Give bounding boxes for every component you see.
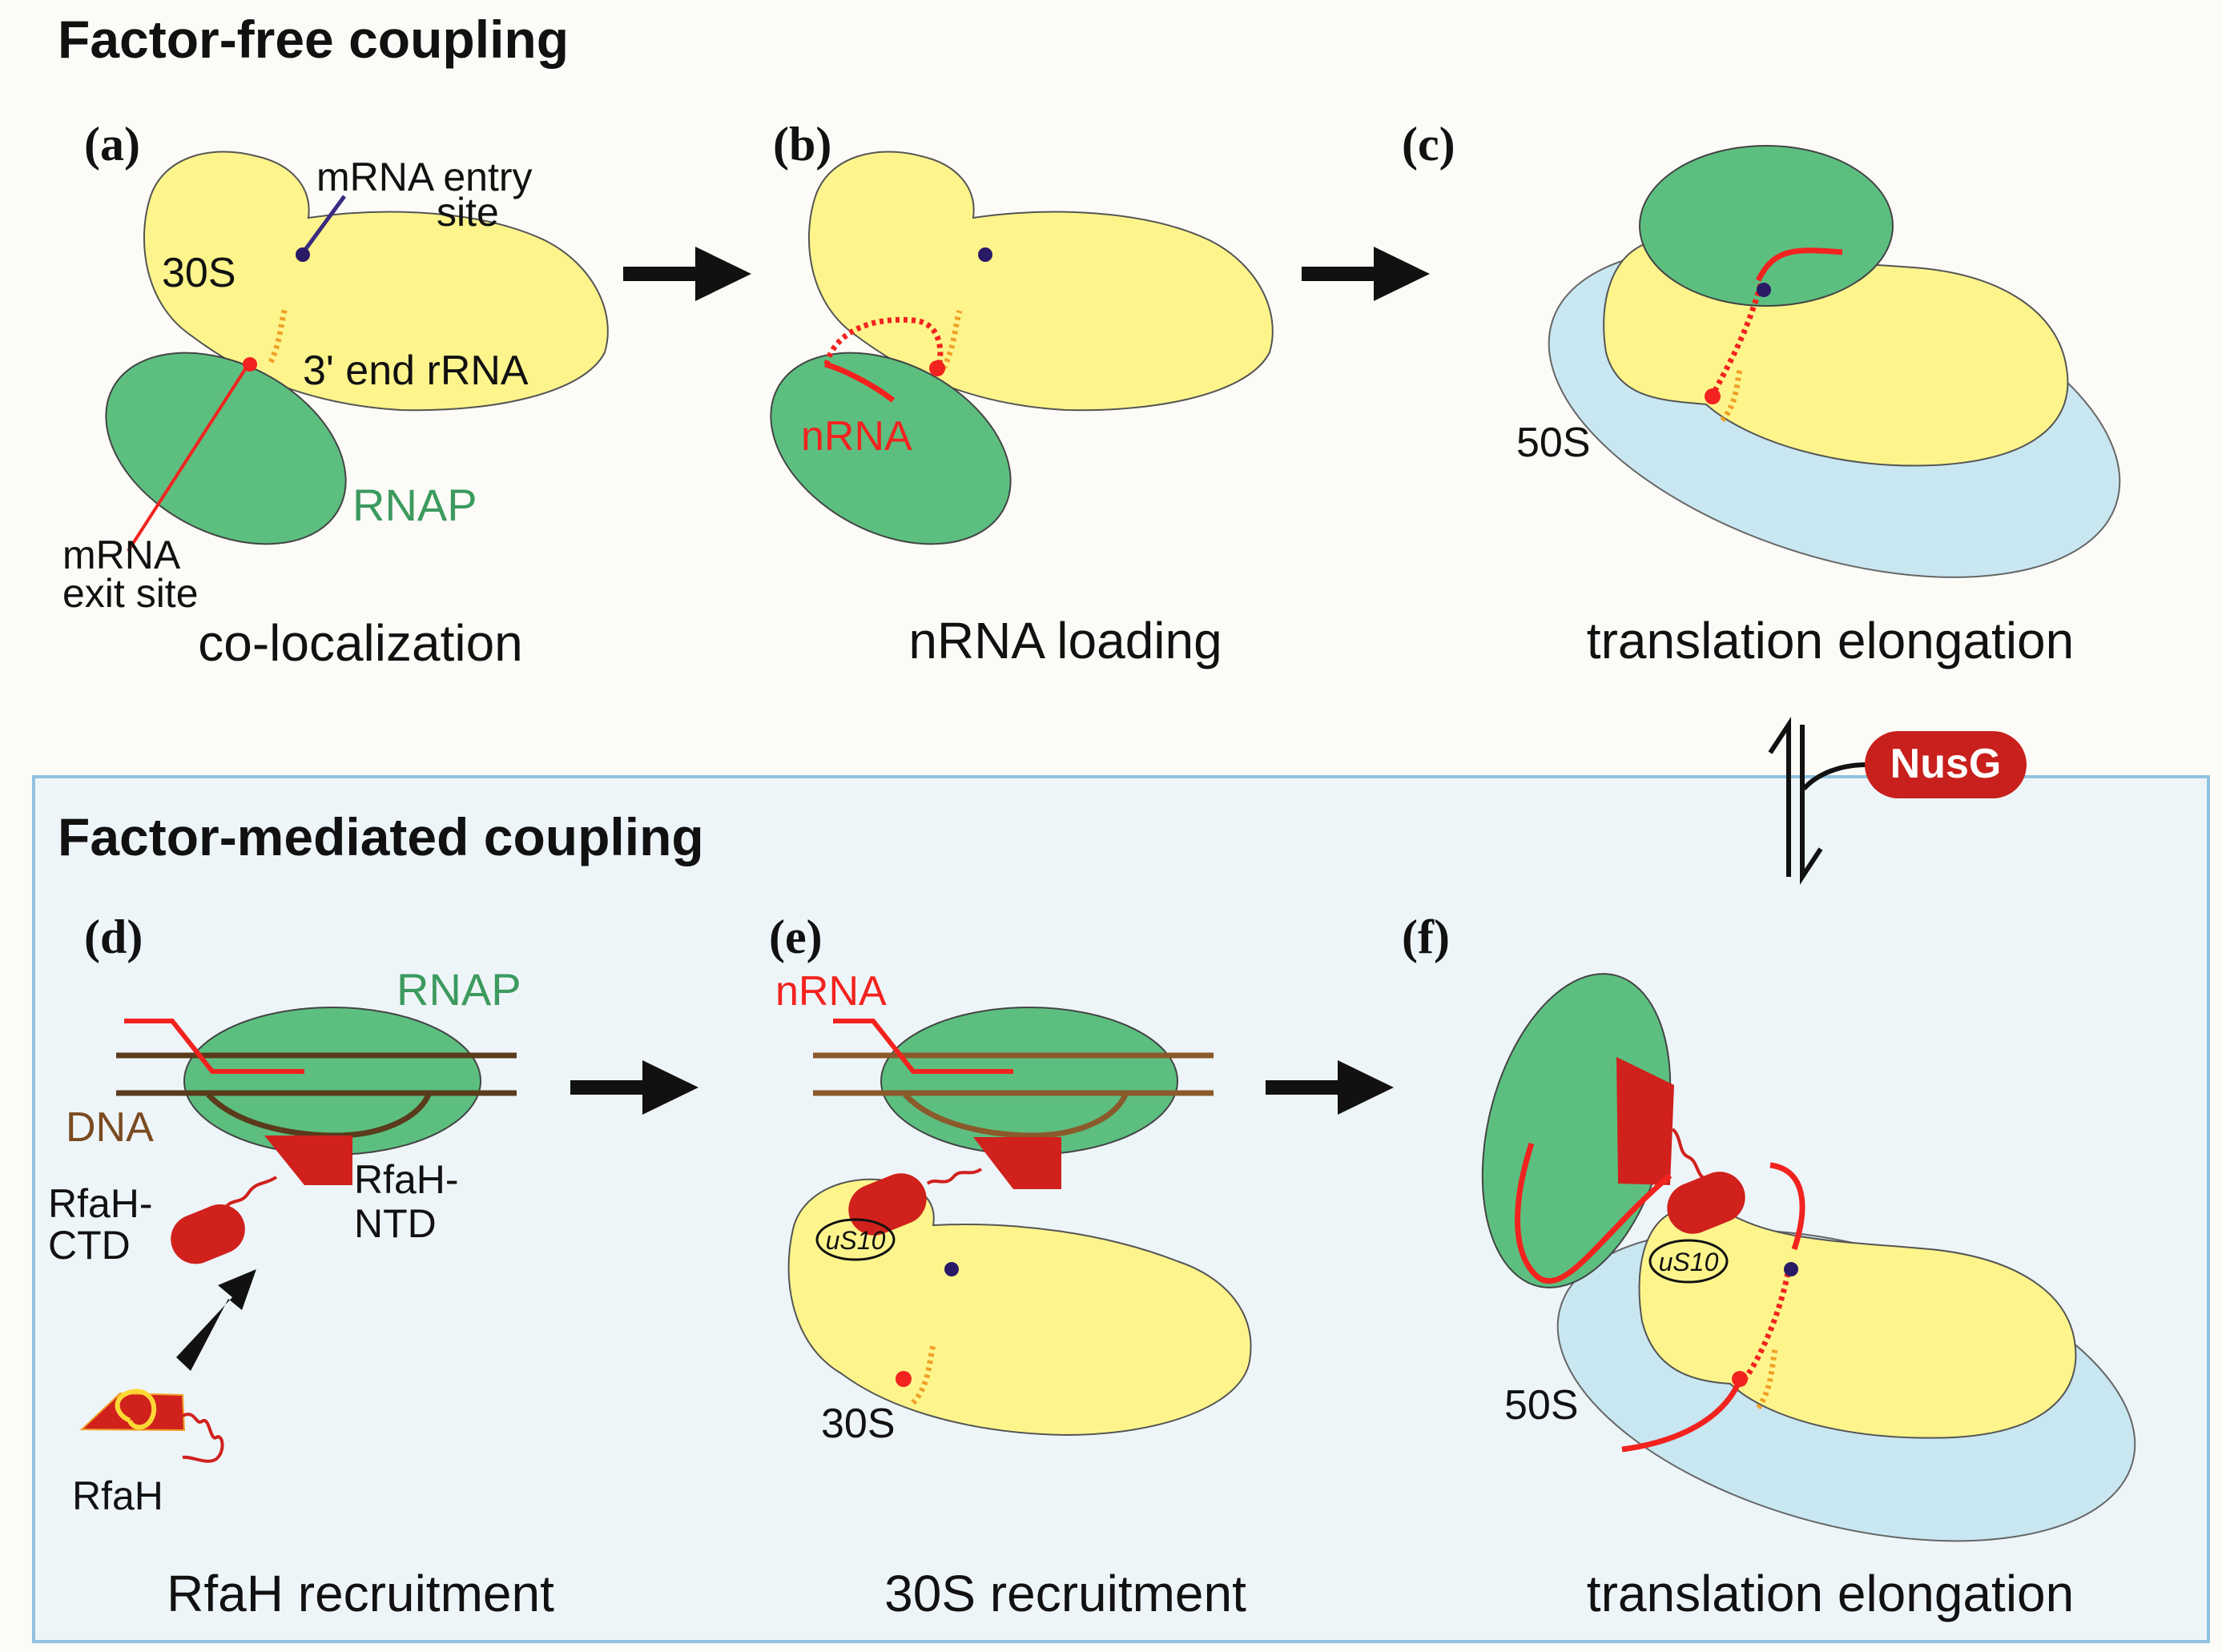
nusg-connector bbox=[1801, 762, 1867, 791]
caption-a: co-localization bbox=[198, 614, 523, 672]
panel-d: (d) RNAP DNA RfaH- CTD RfaH- NTD RfaH Rf… bbox=[48, 910, 554, 1622]
rnap-d bbox=[183, 1007, 481, 1156]
ribosome-30s-a bbox=[143, 151, 609, 412]
label-us10-f: uS10 bbox=[1659, 1248, 1719, 1276]
mrna-exit-site-c bbox=[1705, 388, 1721, 404]
mrna-entry-site-f bbox=[1784, 1262, 1798, 1276]
exit-site-pointer-a bbox=[127, 363, 250, 553]
panel-label-a: (a) bbox=[84, 118, 140, 171]
rrna-3end-a bbox=[268, 307, 288, 364]
label-mrna-entry-2: site bbox=[437, 190, 499, 235]
label-mrna-exit-1: mRNA bbox=[62, 533, 181, 577]
nusg-equilibrium: NusG bbox=[1768, 716, 2027, 886]
label-rfah-ctd-2: CTD bbox=[48, 1223, 131, 1268]
label-mrna-entry-1: mRNA entry bbox=[316, 155, 533, 199]
nusg-badge bbox=[1865, 731, 2027, 798]
mrna-entry-site-c bbox=[1757, 283, 1771, 297]
rfah-linker-f bbox=[1671, 1127, 1707, 1180]
label-30s-e: 30S bbox=[821, 1401, 896, 1447]
panel-e: (e) uS10 nRNA 30S 30S recruitment bbox=[769, 910, 1252, 1622]
rfah-ntd-f bbox=[1616, 1057, 1674, 1185]
rnap-a bbox=[105, 352, 347, 545]
caption-e: 30S recruitment bbox=[884, 1565, 1246, 1622]
panel-label-d: (d) bbox=[84, 910, 143, 963]
caption-d: RfaH recruitment bbox=[167, 1565, 554, 1622]
label-nrna-b: nRNA bbox=[801, 413, 912, 460]
label-50s-f: 50S bbox=[1504, 1382, 1579, 1429]
recruitment-arrow-d bbox=[176, 1269, 256, 1371]
rnap-e bbox=[880, 1007, 1178, 1156]
section-title-factor-free: Factor-free coupling bbox=[58, 10, 569, 69]
caption-b: nRNA loading bbox=[908, 612, 1222, 669]
mrna-c bbox=[1755, 247, 1843, 282]
mrna-f-right bbox=[1769, 1162, 1805, 1251]
panel-label-f: (f) bbox=[1402, 910, 1450, 963]
rfah-closed-icon bbox=[79, 1389, 224, 1463]
panel-label-e: (e) bbox=[769, 910, 823, 963]
rfah-ctd-f bbox=[1667, 1172, 1745, 1234]
label-dna-d: DNA bbox=[66, 1104, 154, 1151]
rfah-ntd-e bbox=[973, 1137, 1061, 1189]
section-title-factor-mediated: Factor-mediated coupling bbox=[58, 807, 704, 866]
label-rfah-ntd-2: NTD bbox=[354, 1201, 437, 1246]
label-us10-e: uS10 bbox=[826, 1226, 886, 1255]
rfah-ntd-d bbox=[264, 1135, 352, 1185]
mrna-exit-site-f bbox=[1732, 1371, 1748, 1387]
dna-bubble-e bbox=[903, 1092, 1129, 1139]
nrna-loop-b bbox=[823, 316, 944, 368]
equilibrium-arrow-down bbox=[1800, 725, 1823, 886]
panel-label-b: (b) bbox=[773, 118, 831, 171]
mrna-entry-site-a bbox=[296, 247, 310, 262]
us10-e bbox=[815, 1218, 896, 1261]
label-rfah-ctd-1: RfaH- bbox=[48, 1181, 153, 1226]
label-rnap-d: RNAP bbox=[396, 964, 521, 1015]
equilibrium-arrow-up bbox=[1768, 716, 1791, 877]
rfah-linker-e bbox=[926, 1168, 983, 1185]
entry-site-pointer-a bbox=[300, 195, 347, 255]
mrna-exit-site-b bbox=[929, 360, 945, 376]
caption-c: translation elongation bbox=[1587, 612, 2074, 669]
nrna-d bbox=[124, 1019, 304, 1074]
label-rfah-ntd-1: RfaH- bbox=[354, 1157, 459, 1202]
ribosome-30s-b bbox=[807, 151, 1274, 412]
rrna-3end-c bbox=[1720, 369, 1743, 423]
mrna-c-dotted bbox=[1711, 283, 1764, 394]
us10-f bbox=[1648, 1239, 1729, 1284]
label-rnap-a: RNAP bbox=[352, 480, 477, 530]
panel-label-c: (c) bbox=[1402, 118, 1455, 171]
nrna-e bbox=[833, 1019, 1013, 1074]
panel-c: (c) 50S translation elongation bbox=[1402, 118, 2121, 669]
panel-b: (b) nRNA nRNA loading bbox=[770, 118, 1274, 669]
label-rrna-3end: 3' end rRNA bbox=[303, 348, 529, 394]
label-nrna-e: nRNA bbox=[775, 968, 887, 1015]
mrna-entry-site-e bbox=[944, 1262, 959, 1276]
label-mrna-exit-2: exit site bbox=[62, 571, 199, 616]
nrna-strand-b bbox=[824, 361, 896, 403]
ribosome-30s-f bbox=[1638, 1208, 2077, 1439]
label-50s-c: 50S bbox=[1516, 420, 1591, 466]
rfah-ctd-d bbox=[171, 1204, 245, 1264]
mrna-exit-site-a bbox=[243, 357, 257, 372]
rnap-c bbox=[1639, 145, 1894, 307]
label-30s-a: 30S bbox=[162, 250, 236, 296]
rnap-b bbox=[770, 352, 1012, 545]
nusg-label: NusG bbox=[1890, 741, 2002, 787]
mrna-f-tail bbox=[1621, 1382, 1741, 1453]
panel-f: (f) uS10 50S translation elongation bbox=[1402, 910, 2136, 1622]
mrna-entry-site-b bbox=[978, 247, 992, 262]
caption-f: translation elongation bbox=[1587, 1565, 2074, 1622]
panel-a: (a) mRNA entry site 30S 3' end rRNA RNAP… bbox=[62, 118, 609, 672]
mrna-f-left bbox=[1515, 1142, 1673, 1284]
label-rfah-d: RfaH bbox=[72, 1473, 163, 1518]
mrna-exit-site-e bbox=[896, 1371, 912, 1387]
